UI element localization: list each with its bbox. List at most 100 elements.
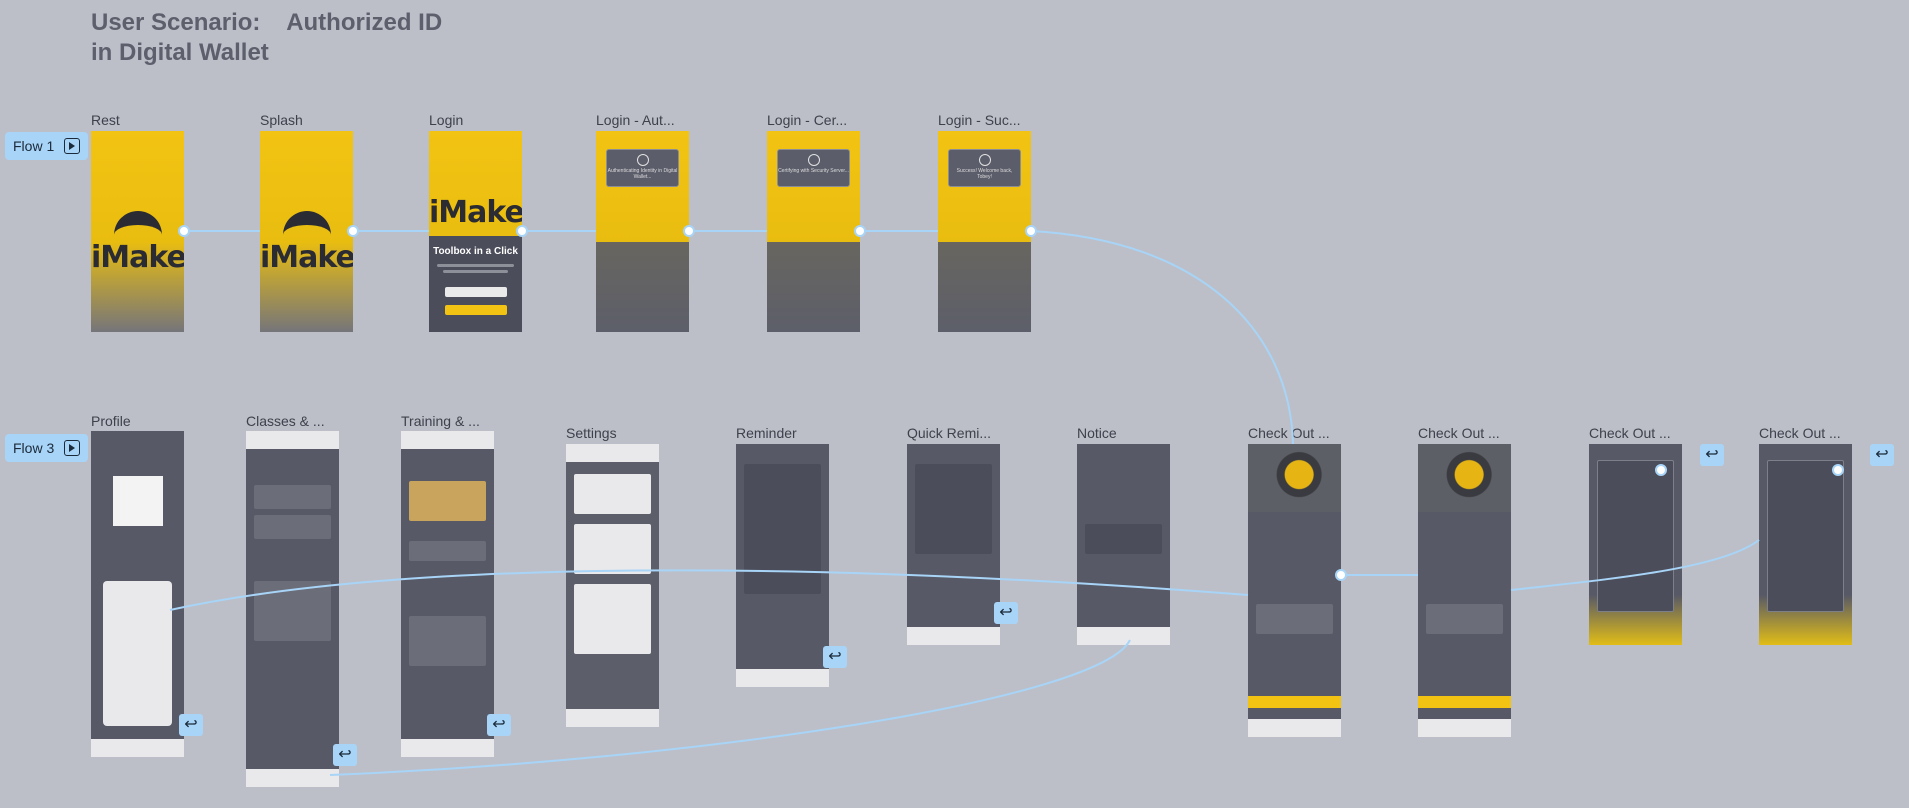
cert-modal: Certifying with Security Server...	[777, 149, 850, 187]
tab-bar[interactable]	[1418, 719, 1511, 737]
spinner-icon	[807, 154, 820, 166]
back-link-icon[interactable]: ↩	[487, 714, 511, 736]
gear-icon	[282, 211, 331, 255]
frame-profile[interactable]	[91, 431, 184, 757]
tab-bar[interactable]	[1248, 719, 1341, 737]
tab-bar[interactable]	[1077, 627, 1170, 645]
settings-group[interactable]	[574, 524, 651, 574]
tab-bar[interactable]	[907, 627, 1000, 645]
frame-label-reminder: Reminder	[736, 425, 797, 441]
frame-label-quick-reminder: Quick Remi...	[907, 425, 992, 441]
text-line	[443, 270, 508, 273]
frame-label-profile: Profile	[91, 413, 131, 429]
list-item[interactable]	[409, 616, 486, 666]
list-item[interactable]	[409, 541, 486, 561]
success-modal: Success! Welcome back, Tobey!	[948, 149, 1021, 187]
frame-quick-reminder[interactable]	[907, 444, 1000, 645]
frame-checkout-2[interactable]	[1418, 444, 1511, 737]
frame-label-training: Training & ...	[401, 413, 480, 429]
frame-label-login-success: Login - Suc...	[938, 112, 1021, 128]
frame-classes[interactable]	[246, 431, 339, 787]
flow-3-label[interactable]: Flow 3	[5, 434, 89, 462]
back-link-icon[interactable]: ↩	[179, 714, 203, 736]
blurred-card	[938, 242, 1031, 332]
blurred-card	[596, 242, 689, 332]
flow-label-text: Flow 1	[13, 138, 55, 154]
tab-bar[interactable]	[401, 739, 494, 757]
hero-image	[409, 481, 486, 521]
frame-checkout-4[interactable]	[1759, 444, 1852, 645]
list-item[interactable]	[254, 581, 331, 641]
list-item[interactable]	[254, 515, 331, 539]
video-strip[interactable]	[1426, 604, 1503, 634]
tab-bar[interactable]	[246, 769, 339, 787]
frame-login-cert[interactable]: Certifying with Security Server...	[767, 131, 860, 332]
brand-logo: iMake	[260, 239, 353, 275]
frame-notice[interactable]	[1077, 444, 1170, 645]
frame-label-checkout-2: Check Out ...	[1418, 425, 1500, 441]
brand-logo: iMake	[91, 239, 184, 275]
create-account-button[interactable]	[444, 305, 507, 315]
frame-label-splash: Splash	[260, 112, 303, 128]
qr-code	[113, 476, 163, 526]
auth-modal: Authenticating Identity in Digital Walle…	[606, 149, 679, 187]
checkout-banner[interactable]	[1248, 696, 1341, 708]
tab-bar[interactable]	[566, 709, 659, 727]
brand-logo: iMake	[429, 195, 522, 231]
back-link-icon[interactable]: ↩	[1870, 444, 1894, 466]
play-icon[interactable]	[64, 138, 81, 154]
settings-group[interactable]	[574, 474, 651, 514]
frame-login[interactable]: iMake Toolbox in a Click	[429, 131, 522, 332]
checkout-banner[interactable]	[1418, 696, 1511, 708]
frame-settings[interactable]	[566, 444, 659, 727]
spinner-icon	[636, 154, 649, 166]
frame-label-checkout-4: Check Out ...	[1759, 425, 1841, 441]
tab-bar[interactable]	[91, 739, 184, 757]
frame-label-rest: Rest	[91, 112, 120, 128]
back-link-icon[interactable]: ↩	[994, 602, 1018, 624]
frame-label-settings: Settings	[566, 425, 617, 441]
success-modal[interactable]	[1767, 460, 1844, 612]
product-image	[1418, 444, 1511, 512]
profile-menu	[103, 581, 172, 726]
video-strip[interactable]	[1256, 604, 1333, 634]
product-image	[1248, 444, 1341, 512]
frame-checkout-1[interactable]	[1248, 444, 1341, 737]
frame-login-auth[interactable]: Authenticating Identity in Digital Walle…	[596, 131, 689, 332]
header-bar	[401, 431, 494, 449]
back-link-icon[interactable]: ↩	[1700, 444, 1724, 466]
back-link-icon[interactable]: ↩	[823, 646, 847, 668]
header-bar	[566, 444, 659, 462]
gear-icon	[113, 211, 162, 255]
header-bar	[246, 431, 339, 449]
frame-label-login: Login	[429, 112, 464, 128]
flow-1-label[interactable]: Flow 1	[5, 132, 89, 160]
frame-label-login-auth: Login - Aut...	[596, 112, 675, 128]
login-card-title: Toolbox in a Click	[433, 246, 518, 257]
frame-rest[interactable]: iMake	[91, 131, 184, 332]
list-item[interactable]	[254, 485, 331, 509]
check-icon	[978, 154, 991, 166]
settings-group[interactable]	[574, 584, 651, 654]
login-button[interactable]	[444, 287, 507, 297]
frame-label-login-cert: Login - Cer...	[767, 112, 848, 128]
back-link-icon[interactable]: ↩	[333, 744, 357, 766]
frame-login-success[interactable]: Success! Welcome back, Tobey!	[938, 131, 1031, 332]
notice-card[interactable]	[1085, 524, 1162, 554]
frame-training[interactable]	[401, 431, 494, 757]
tab-bar[interactable]	[736, 669, 829, 687]
play-icon[interactable]	[64, 440, 81, 456]
frame-label-notice: Notice	[1077, 425, 1117, 441]
frame-label-checkout-1: Check Out ...	[1248, 425, 1330, 441]
blurred-card	[767, 242, 860, 332]
frame-splash[interactable]: iMake	[260, 131, 353, 332]
frame-checkout-3[interactable]	[1589, 444, 1682, 645]
login-card: Toolbox in a Click	[429, 236, 522, 332]
checkout-modal[interactable]	[1597, 460, 1674, 612]
modal-text: Success! Welcome back, Tobey!	[956, 168, 1013, 180]
frame-label-checkout-3: Check Out ...	[1589, 425, 1671, 441]
text-line	[437, 264, 514, 267]
quick-reminder-form[interactable]	[915, 464, 992, 554]
flow-label-text: Flow 3	[13, 440, 55, 456]
